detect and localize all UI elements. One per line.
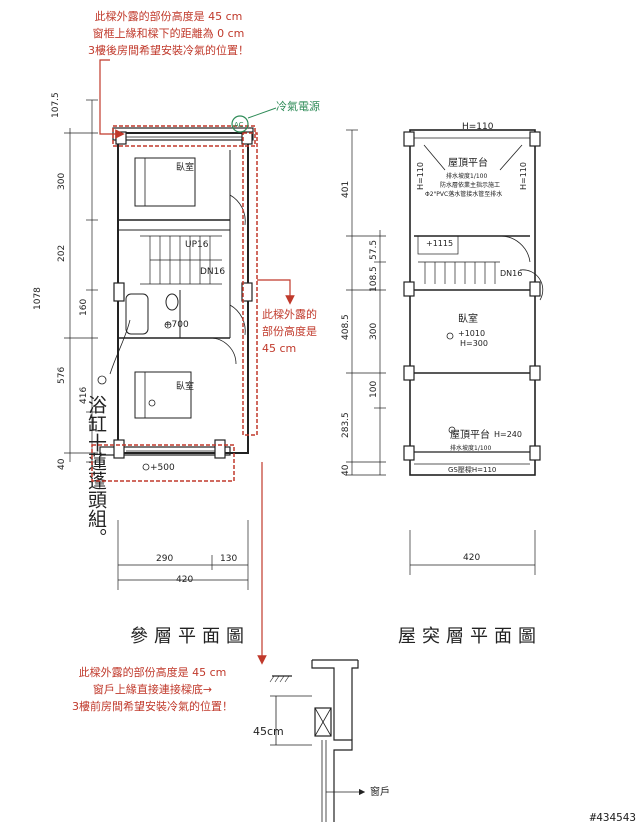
note-bottom-line3: 3樓前房間希望安裝冷氣的位置！: [72, 700, 233, 713]
right-dim-283: 283.5: [341, 412, 351, 438]
left-dim-40: 40: [57, 458, 67, 470]
left-stair-down: DN16: [200, 267, 225, 277]
note-top-line3: 3樓後房間希望安裝冷氣的位置！: [88, 44, 249, 57]
left-level-bottom: +500: [150, 463, 175, 473]
stairs-right: [417, 235, 500, 284]
right-dim-57: 57.5: [369, 240, 379, 260]
right-plan-labels: H=110 屋頂平台 排水坡度1/100 防水層依業主指示施工 Φ2"PVC落水…: [341, 122, 528, 563]
stairs-left: [140, 235, 222, 285]
left-dim-416: 416: [79, 387, 89, 404]
right-stair-down: DN16: [500, 269, 522, 278]
note-middle-line3: 45 cm: [262, 342, 297, 355]
left-plan-title: 參層平面圖: [130, 626, 250, 647]
right-roof-note2: 防水層依業主指示施工: [440, 181, 500, 189]
right-roof-bottom-note: 排水坡度1/100: [450, 444, 491, 452]
left-room-bottom: 臥室: [176, 380, 194, 392]
left-dim-576: 576: [57, 367, 67, 384]
left-floor-plan: [64, 99, 254, 590]
right-room: 臥室: [458, 312, 478, 325]
right-roof-bottom: 屋頂平台: [450, 428, 490, 441]
note-top-line1: 此樑外露的部份高度是 45 cm: [94, 10, 243, 23]
ac-symbol-text: AC: [234, 121, 244, 129]
left-dim-130: 130: [220, 554, 237, 564]
bed-top: [134, 157, 196, 207]
beam-highlight-top: [112, 125, 256, 147]
left-stair-up: UP16: [185, 240, 209, 250]
left-level-bath: +700: [164, 320, 189, 330]
right-gs: GS壓樑H=110: [448, 465, 496, 474]
right-roof-top: 屋頂平台: [448, 156, 488, 169]
note-middle: 此樑外露的 部份高度是 45 cm: [262, 306, 317, 357]
left-dim-290: 290: [156, 554, 173, 564]
left-dim-300: 300: [57, 173, 67, 190]
bathtub: [125, 293, 149, 335]
left-plan-labels: 臥室 臥室 UP16 DN16 +700 +500 107.5 300 202 …: [33, 92, 237, 585]
beam-highlight-side: [242, 132, 258, 436]
window-section: [314, 707, 332, 737]
note-bottom-line2: 窗戶上緣直接連接樑底→: [92, 683, 213, 696]
right-dim-401: 401: [341, 181, 351, 198]
right-dim-408: 408.5: [341, 314, 351, 340]
note-middle-line2: 部份高度是: [262, 325, 317, 338]
left-room-top: 臥室: [176, 161, 194, 173]
detail-window-label: 窗戶: [370, 785, 390, 798]
bed-bottom: [134, 371, 192, 419]
note-top-line2: 窗框上緣和樑下的距離為 0 cm: [92, 27, 245, 40]
note-bottom: 此樑外露的部份高度是 45 cm 窗戶上緣直接連接樑底→ 3樓前房間希望安裝冷氣…: [72, 664, 233, 715]
note-bottom-line1: 此樑外露的部份高度是 45 cm: [78, 666, 227, 679]
handwritten-bath-label: 浴缸十蓮蓬頭組。: [85, 395, 107, 547]
beam-section-detail: [269, 659, 366, 822]
note-middle-line1: 此樑外露的: [262, 308, 317, 321]
watermark: #434543: [589, 811, 636, 824]
note-top: 此樑外露的部份高度是 45 cm 窗框上緣和樑下的距離為 0 cm 3樓後房間希…: [88, 8, 249, 59]
right-dim-width: 420: [463, 553, 480, 563]
right-right-h: H=110: [519, 162, 528, 190]
right-room-level: +1010: [458, 329, 485, 338]
right-top-h: H=110: [462, 122, 494, 132]
beam-highlight-bottom: [91, 444, 235, 482]
ac-power-symbol: [231, 115, 249, 133]
right-level-stair: +1115: [426, 239, 453, 248]
red-highlights: [91, 59, 295, 665]
left-dim-total: 1078: [33, 287, 43, 310]
left-dim-width: 420: [176, 575, 193, 585]
right-dim-300: 300: [369, 323, 379, 340]
right-dim-108: 108.5: [369, 266, 379, 292]
left-outer-wall: [117, 132, 249, 454]
left-dim-107: 107.5: [51, 92, 61, 118]
right-left-h: H=110: [416, 162, 425, 190]
right-roof-bottom-h: H=240: [494, 430, 522, 439]
right-roof-note3: Φ2"PVC落水管接水管至排水: [425, 190, 502, 198]
left-dim-202: 202: [57, 245, 67, 262]
right-floor-plan: [346, 129, 544, 575]
right-roof-note1: 排水坡度1/100: [446, 172, 487, 180]
detail-dim-label: 45cm: [253, 725, 284, 738]
right-dim-100: 100: [369, 381, 379, 398]
ac-power-label: 冷氣電源: [276, 100, 320, 113]
left-dim-160: 160: [79, 299, 89, 316]
right-room-h: H=300: [460, 339, 488, 348]
right-plan-title: 屋突層平面圖: [398, 626, 542, 647]
right-dim-40: 40: [341, 464, 351, 476]
